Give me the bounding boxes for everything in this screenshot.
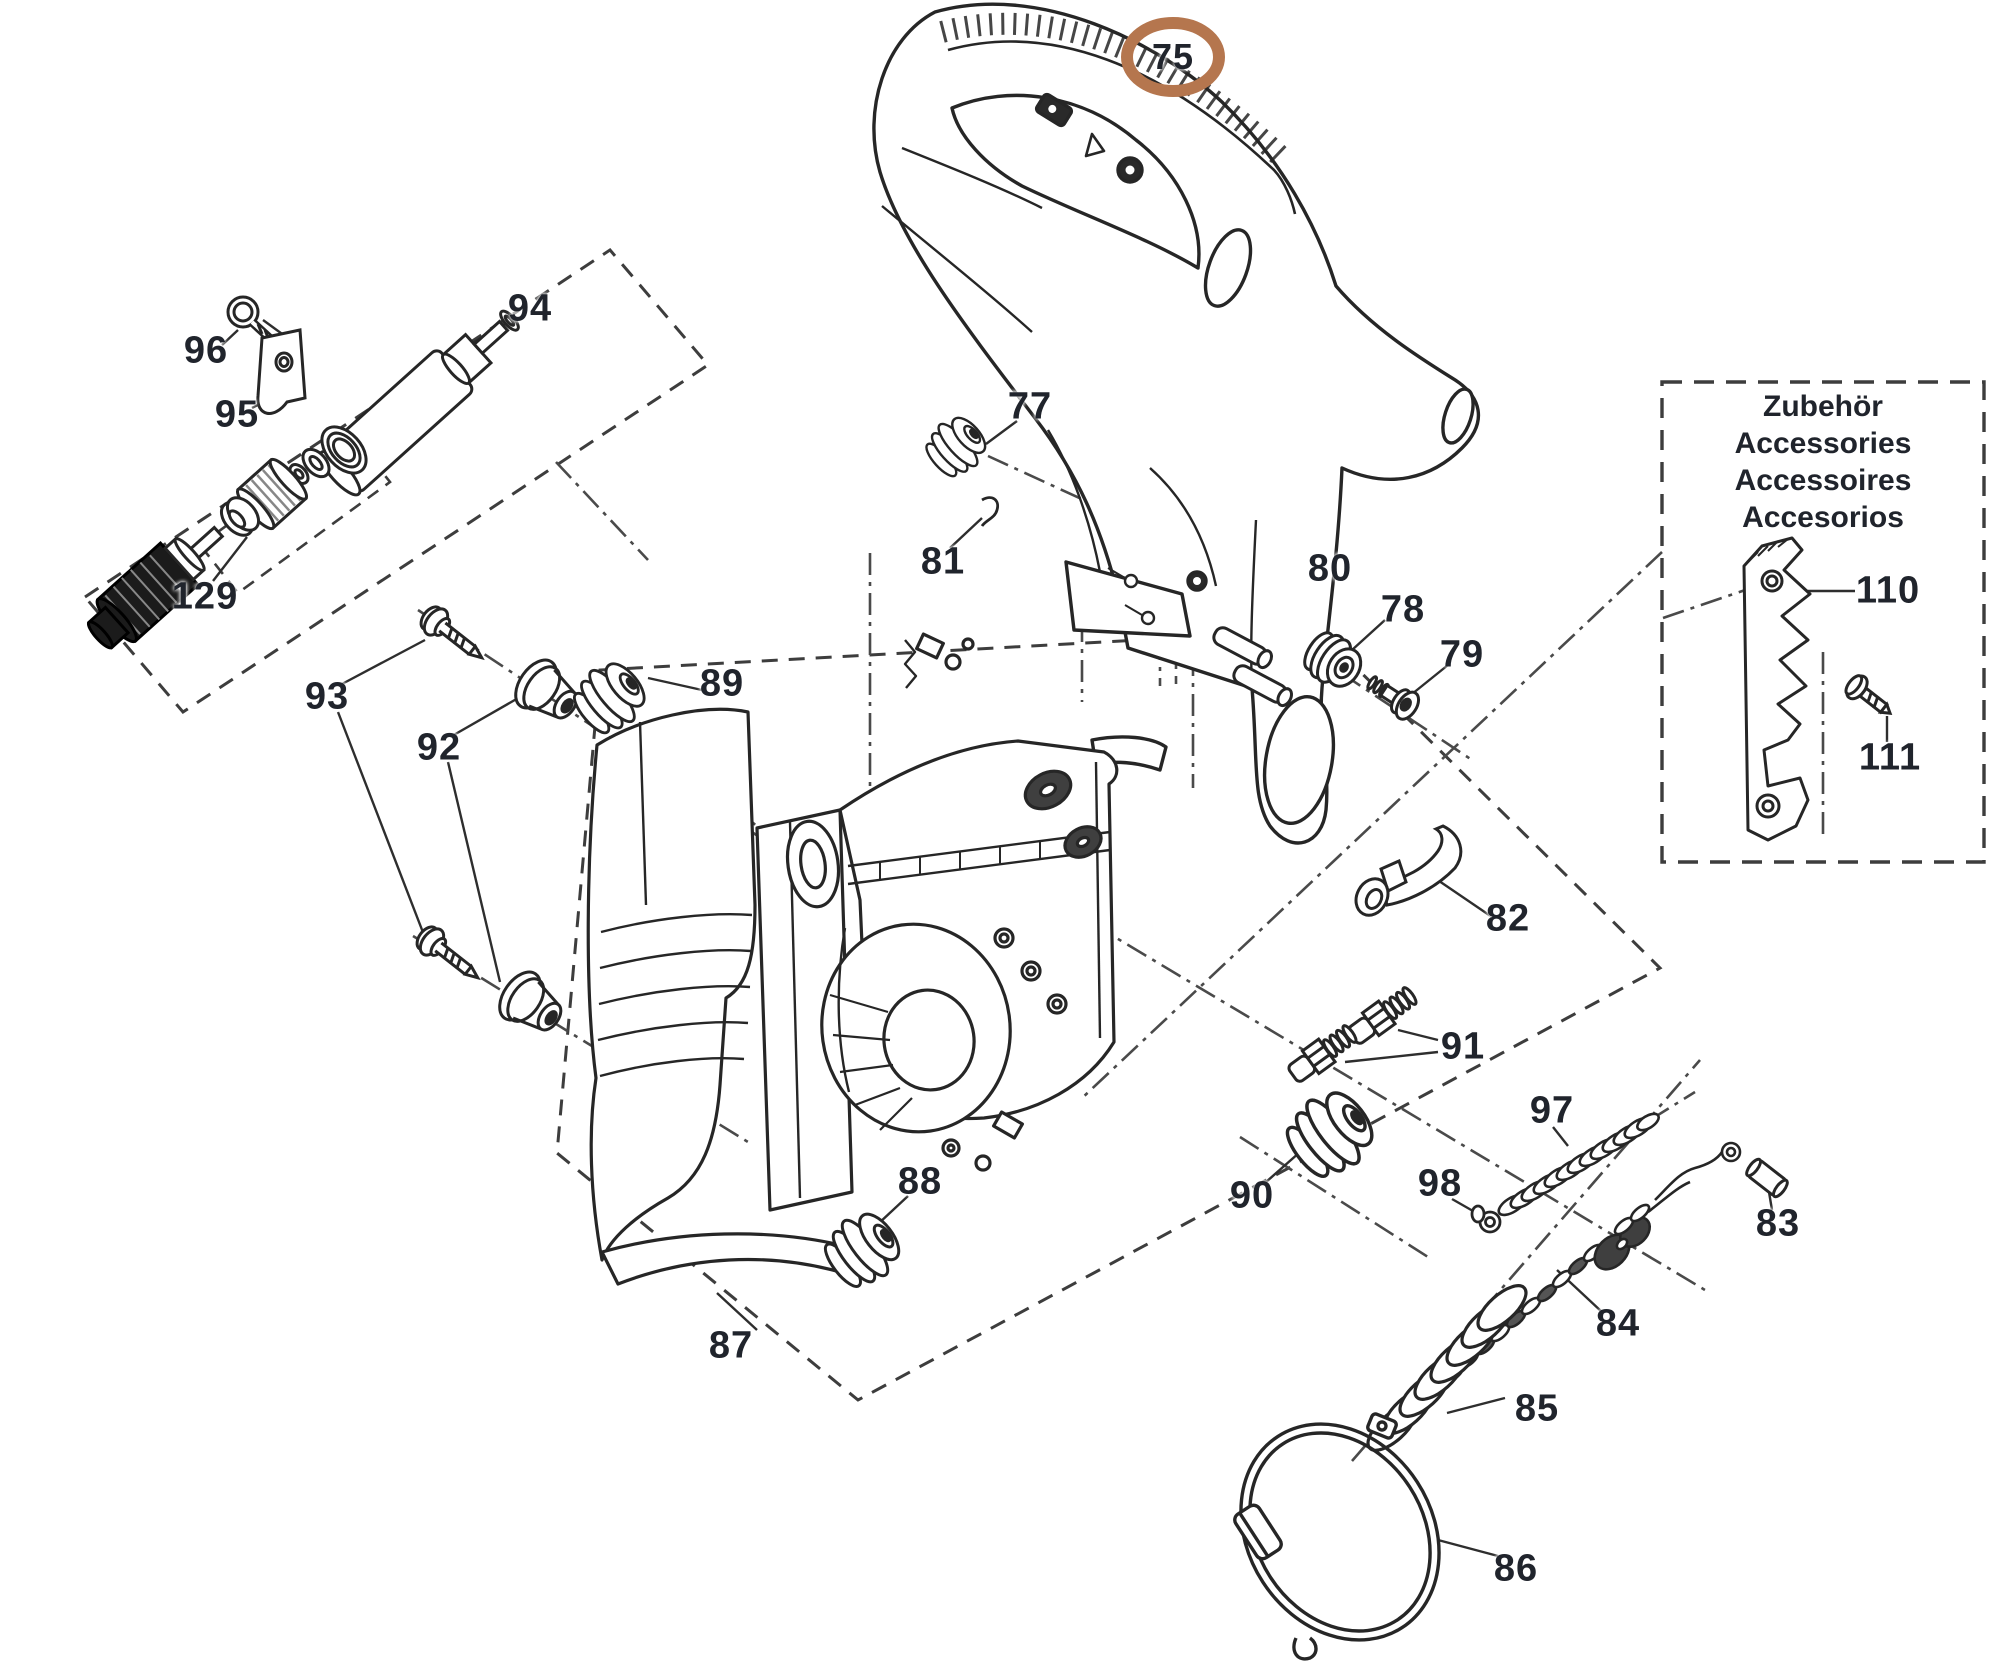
part-label-79[interactable]: 79	[1439, 633, 1485, 676]
accessories-box-title: Zubehör Accessories Accessoires Accesori…	[1672, 388, 1974, 536]
part-label-93[interactable]: 93	[304, 675, 350, 718]
part-label-87[interactable]: 87	[708, 1324, 754, 1367]
part-label-89[interactable]: 89	[699, 662, 745, 705]
screws-93	[410, 600, 493, 992]
dashed-box-129	[198, 432, 392, 595]
part-label-82[interactable]: 82	[1485, 897, 1531, 940]
highlight-ring-75	[1121, 17, 1225, 97]
screw-96	[226, 295, 281, 349]
part-label-83[interactable]: 83	[1755, 1202, 1801, 1245]
spring-97	[1497, 1112, 1660, 1217]
tensioner-screw-129	[86, 536, 206, 650]
studs-91	[1283, 981, 1423, 1088]
spike-bumper-110	[1742, 536, 1812, 842]
buffer-88	[813, 1200, 912, 1300]
screw-111	[1844, 674, 1893, 715]
part-label-81[interactable]: 81	[920, 540, 966, 583]
buffer-77	[916, 406, 996, 487]
part-label-94[interactable]: 94	[507, 287, 553, 330]
part-label-90[interactable]: 90	[1229, 1174, 1275, 1217]
dashed-box-94	[82, 248, 711, 714]
accessories-title-es: Accesorios	[1742, 501, 1904, 534]
dashed-box-accessories	[1660, 380, 1986, 864]
part-label-96[interactable]: 96	[183, 329, 229, 372]
accessories-title-en: Accessories	[1734, 427, 1912, 460]
part-label-91[interactable]: 91	[1440, 1025, 1486, 1068]
buffer-90	[1273, 1077, 1387, 1191]
part-label-84[interactable]: 84	[1595, 1302, 1641, 1345]
part-label-129[interactable]: 129	[171, 575, 239, 618]
accessories-title-de: Zubehör	[1763, 390, 1883, 423]
elbow-82	[1354, 824, 1463, 917]
part-label-97[interactable]: 97	[1529, 1089, 1575, 1132]
part-label-95[interactable]: 95	[214, 393, 260, 436]
part-label-111[interactable]: 111	[1858, 736, 1922, 779]
part-label-78[interactable]: 78	[1380, 588, 1426, 631]
screw-79	[1366, 675, 1421, 721]
tensioner-assembly-94	[86, 309, 520, 650]
nut-98	[1470, 1204, 1502, 1234]
housing-87-drawing	[586, 632, 1119, 1286]
part-label-98[interactable]: 98	[1417, 1162, 1463, 1205]
part-label-75[interactable]: 75	[1151, 36, 1195, 77]
bracket-95	[256, 328, 307, 415]
part-label-88[interactable]: 88	[897, 1160, 943, 1203]
accessories-title-fr: Accessoires	[1734, 464, 1912, 497]
part-label-86[interactable]: 86	[1493, 1547, 1539, 1590]
clip-81	[980, 496, 1000, 527]
part-label-85[interactable]: 85	[1514, 1387, 1560, 1430]
part-label-80[interactable]: 80	[1307, 547, 1353, 590]
pin-83	[1745, 1157, 1789, 1199]
bushings-92	[489, 651, 590, 1046]
part-label-110[interactable]: 110	[1855, 569, 1921, 612]
part-label-92[interactable]: 92	[416, 726, 462, 769]
clamp-86	[1233, 1412, 1441, 1661]
plug-78	[1303, 631, 1363, 688]
part-label-77[interactable]: 77	[1007, 385, 1053, 428]
